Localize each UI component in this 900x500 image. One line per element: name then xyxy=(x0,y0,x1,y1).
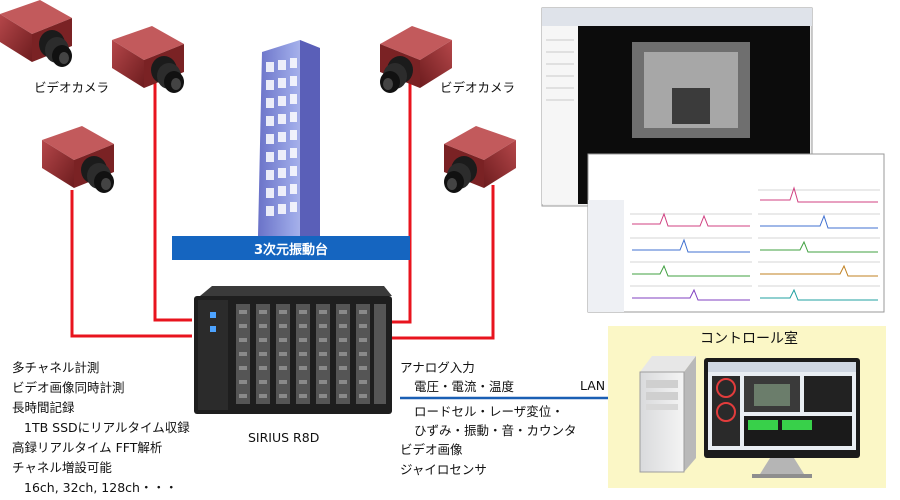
feature-item: 1TB SSDにリアルタイム収録 xyxy=(24,422,190,435)
device-label: SIRIUS R8D xyxy=(248,432,319,445)
input-item: ロードセル・レーザ変位・ xyxy=(414,406,564,419)
camera-label-top-right: ビデオカメラ xyxy=(440,82,515,95)
cable-top-right xyxy=(390,80,410,322)
control-room-label: コントロール室 xyxy=(700,332,798,346)
cable-bottom-right xyxy=(390,185,493,338)
lan-label: LAN xyxy=(580,380,605,393)
feature-item: チャネル増設可能 xyxy=(12,462,112,475)
input-item: ビデオ画像 xyxy=(400,444,463,457)
input-item: ジャイロセンサ xyxy=(400,464,487,477)
building-icon xyxy=(258,40,320,236)
cable-top-left xyxy=(155,78,192,320)
input-item: ひずみ・振動・音・カウンタ xyxy=(414,425,577,438)
shaking-table-label: 3次元振動台 xyxy=(172,236,410,260)
software-screenshot-graphs xyxy=(588,154,884,312)
feature-item: 16ch, 32ch, 128ch・・・ xyxy=(24,482,177,495)
camera-label-top-left: ビデオカメラ xyxy=(34,82,109,95)
feature-item: 長時間記録 xyxy=(12,402,75,415)
input-item: 電圧・電流・温度 xyxy=(414,381,514,394)
feature-item: ビデオ画像同時計測 xyxy=(12,382,125,395)
data-acquisition-unit-icon xyxy=(194,286,392,414)
feature-item: 高録リアルタイム FFT解析 xyxy=(12,442,162,455)
input-item: アナログ入力 xyxy=(400,362,475,375)
desktop-pc-icon xyxy=(640,356,696,472)
feature-item: 多チャネル計測 xyxy=(12,362,99,375)
cable-bottom-left xyxy=(72,190,192,336)
video-camera-icon xyxy=(0,0,72,67)
